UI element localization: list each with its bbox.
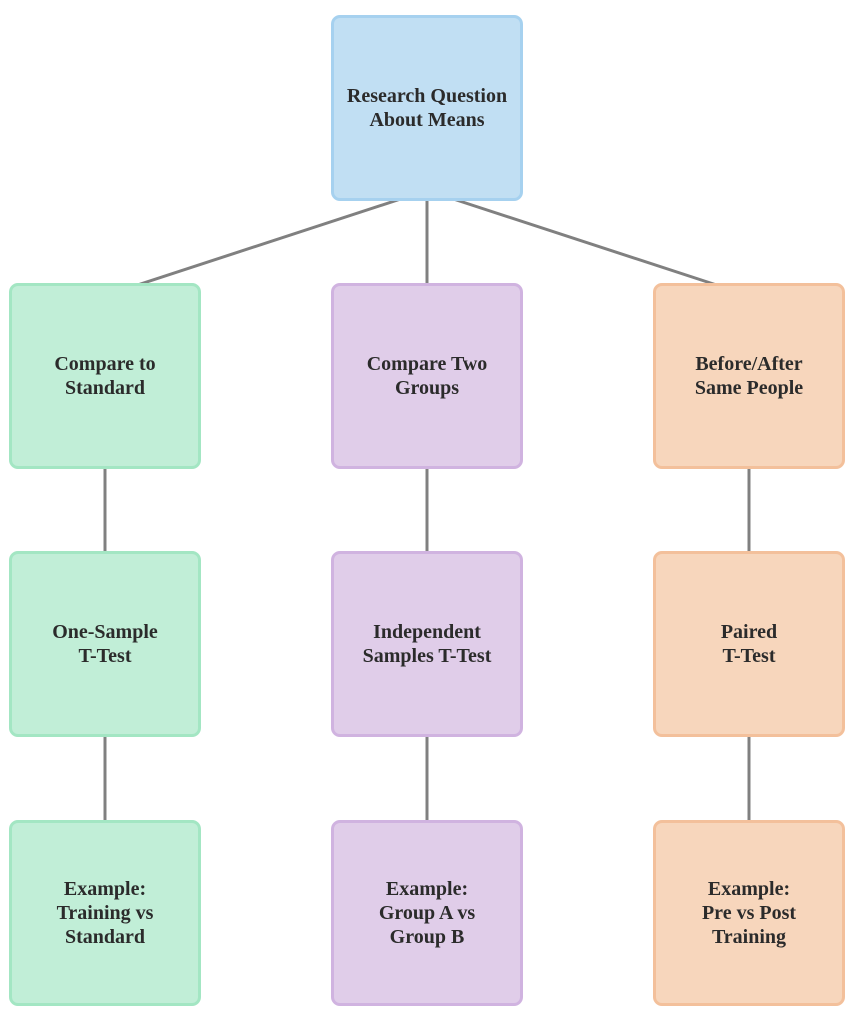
node-example-paired: Example: Pre vs Post Training bbox=[653, 820, 845, 1006]
node-label: Example: Training vs Standard bbox=[56, 878, 154, 948]
node-paired: Paired T-Test bbox=[653, 551, 845, 737]
node-example-one: Example: Training vs Standard bbox=[9, 820, 201, 1006]
node-label: Before/After Same People bbox=[694, 353, 804, 399]
node-independent: Independent Samples T-Test bbox=[331, 551, 523, 737]
node-label: Compare Two Groups bbox=[366, 353, 488, 399]
node-label: Compare to Standard bbox=[54, 353, 156, 399]
node-example-two: Example: Group A vs Group B bbox=[331, 820, 523, 1006]
node-one-sample: One-Sample T-Test bbox=[9, 551, 201, 737]
node-label: Research Question About Means bbox=[346, 85, 508, 131]
node-label: Example: Group A vs Group B bbox=[378, 878, 476, 948]
node-two-groups: Compare Two Groups bbox=[331, 283, 523, 469]
node-before-after: Before/After Same People bbox=[653, 283, 845, 469]
node-label: Example: Pre vs Post Training bbox=[701, 878, 797, 948]
edge-root-to-standard bbox=[113, 190, 423, 293]
node-standard: Compare to Standard bbox=[9, 283, 201, 469]
node-root: Research Question About Means bbox=[331, 15, 523, 201]
node-label: Paired T-Test bbox=[720, 621, 778, 667]
edge-root-to-before-after bbox=[431, 190, 741, 293]
node-label: One-Sample T-Test bbox=[52, 621, 158, 667]
node-label: Independent Samples T-Test bbox=[362, 621, 492, 667]
